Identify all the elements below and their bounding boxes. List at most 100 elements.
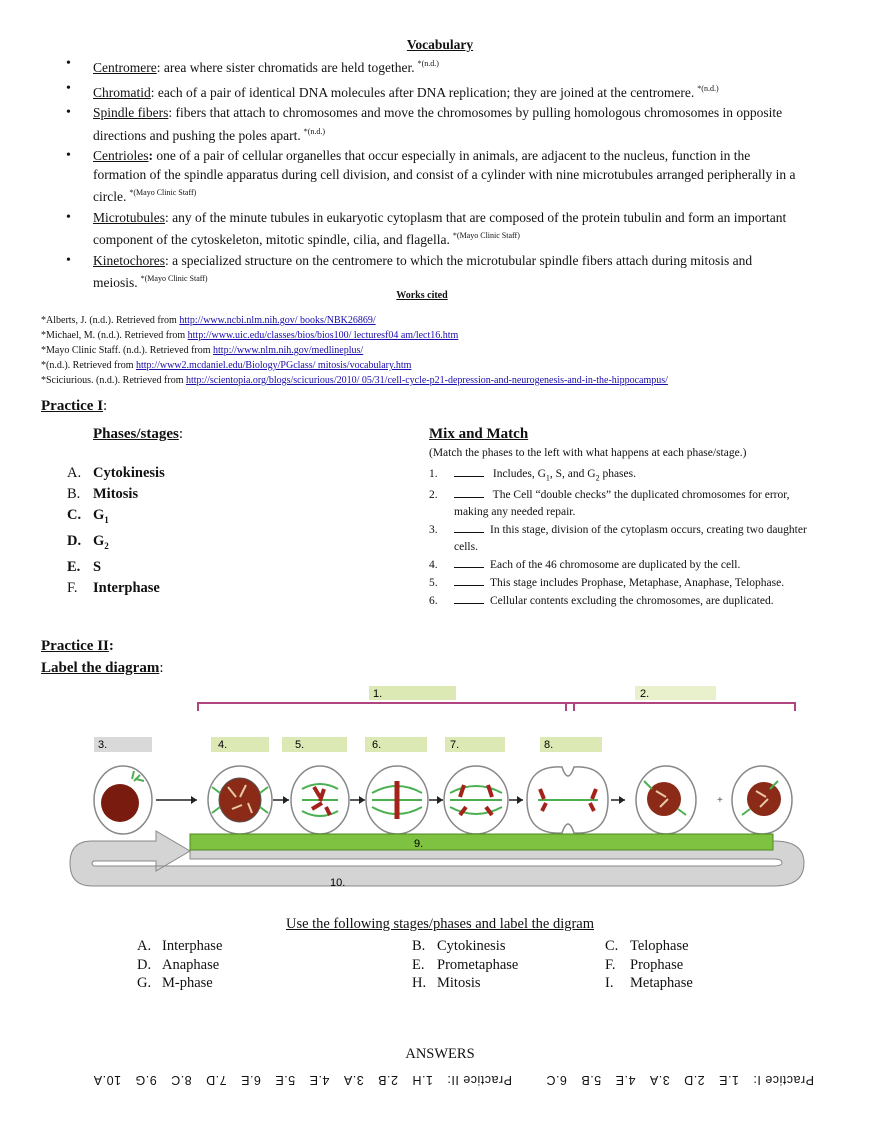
answer-blank[interactable] xyxy=(454,466,484,477)
label-box-8 xyxy=(540,737,602,752)
stage-option: I.Metaphase xyxy=(605,974,693,993)
vocab-term: Chromatid xyxy=(93,84,151,100)
label-number-6: 6. xyxy=(372,739,381,751)
cell-telophase xyxy=(526,766,609,834)
citation-entry: *Michael, M. (n.d.). Retrieved from http… xyxy=(41,328,841,343)
answer-token: 6.C xyxy=(545,1073,567,1087)
cell-anaphase xyxy=(443,765,509,835)
vocab-citation: *(n.d.) xyxy=(697,83,719,93)
vocabulary-title: Vocabulary xyxy=(406,37,474,52)
answer-token: 8.C xyxy=(170,1073,192,1087)
vocab-citation: *(Mayo Clinic Staff) xyxy=(140,274,208,283)
citation-entry: *Alberts, J. (n.d.). Retrieved from http… xyxy=(41,313,841,328)
stage-name: Cytokinesis xyxy=(437,938,506,954)
stage-letter: H. xyxy=(412,975,427,991)
label-number-9: 9. xyxy=(414,838,423,850)
vocab-term: Kinetochores xyxy=(93,252,165,268)
answer-token: Practice I: xyxy=(752,1073,814,1087)
match-number: 4. xyxy=(429,559,438,572)
answer-blank[interactable] xyxy=(454,575,484,587)
answer-token: 3.A xyxy=(649,1073,670,1087)
label-number-10: 10. xyxy=(330,877,345,889)
vocab-item: Centrioles: one of a pair of cellular or… xyxy=(66,147,806,207)
answer-token: 1.H xyxy=(411,1073,433,1087)
vocab-definition: fibers that attach to chromosomes and mo… xyxy=(93,105,783,143)
phases-title: Phases/stages: xyxy=(93,426,184,442)
phase-option: D.G2 xyxy=(67,531,165,557)
label-box-2 xyxy=(635,686,716,700)
citation-entry: *Sciciurious. (n.d.). Retrieved from htt… xyxy=(41,373,841,388)
vocab-item: Chromatid: each of a pair of identical D… xyxy=(66,80,806,103)
label-number-3: 3. xyxy=(98,739,107,751)
practice2-title: Practice II: xyxy=(41,638,114,655)
citation-entry: *(n.d.). Retrieved from http://www2.mcda… xyxy=(41,358,841,373)
phase-name: Interphase xyxy=(93,579,160,596)
practice2-colon: : xyxy=(108,638,114,654)
answer-blank[interactable] xyxy=(454,522,484,534)
vocab-item: Microtubules: any of the minute tubules … xyxy=(66,209,806,250)
vocab-definition: any of the minute tubules in eukaryotic … xyxy=(93,209,787,248)
label-diagram-title: Label the diagram: xyxy=(41,660,164,677)
answer-blank[interactable] xyxy=(454,593,484,605)
label-box-5 xyxy=(282,737,347,752)
cell-interphase xyxy=(93,765,153,835)
answer-blank[interactable] xyxy=(454,487,484,499)
vocab-sep: : xyxy=(150,84,158,100)
vocab-term: Centrioles xyxy=(93,148,149,163)
answer-token: 2.D xyxy=(683,1073,705,1087)
mix-and-match-list: 1. Includes, G1, S, and G2 phases. 2. Th… xyxy=(429,466,809,611)
match-text: Includes, G1, S, and G2 phases. xyxy=(492,468,636,483)
answer-token: Practice II: xyxy=(446,1073,512,1087)
phase-option: E.S xyxy=(67,557,165,578)
stage-option: A.Interphase xyxy=(137,937,412,956)
vocab-definition: one of a pair of cellular organelles tha… xyxy=(93,148,796,204)
phase-letter: D. xyxy=(67,532,82,549)
stage-name: Mitosis xyxy=(437,975,481,991)
match-number: 6. xyxy=(429,595,438,608)
answer-token: 2.B xyxy=(377,1073,398,1087)
stage-option: C.Telophase xyxy=(605,937,689,956)
stage-option: E.Prometaphase xyxy=(412,956,605,975)
answer-token: 6.E xyxy=(240,1073,261,1087)
answer-blank[interactable] xyxy=(454,557,484,569)
citation-link[interactable]: http://www.nlm.nih.gov/medlineplus/ xyxy=(213,345,364,356)
stage-name: Telophase xyxy=(630,938,689,954)
answer-token: 4.E xyxy=(309,1073,330,1087)
stage-letter: I. xyxy=(605,975,614,991)
citation-link[interactable]: http://scientopia.org/blogs/scicurious/2… xyxy=(185,375,668,386)
phase-name: Cytokinesis xyxy=(93,465,165,481)
vocab-definition: a specialized structure on the centromer… xyxy=(93,252,753,291)
phase-name: S xyxy=(93,558,102,575)
cell-metaphase xyxy=(365,765,429,835)
stage-name: Interphase xyxy=(162,938,223,954)
answer-token: 4.E xyxy=(615,1073,636,1087)
vocab-sep: : xyxy=(148,148,157,163)
match-text: The Cell “double checks” the duplicated … xyxy=(454,489,842,519)
answer-token: 3.A xyxy=(343,1073,364,1087)
match-item: 2. The Cell “double checks” the duplicat… xyxy=(429,487,809,521)
label-box-1 xyxy=(369,686,456,700)
citation-link[interactable]: http://www.ncbi.nlm.nih.gov/ books/NBK26… xyxy=(179,315,376,326)
citation-link[interactable]: http://www.uic.edu/classes/bios/bios100/… xyxy=(187,330,459,341)
stages-row: D.Anaphase E.Prometaphase F.Prophase xyxy=(137,956,757,975)
plus-icon: + xyxy=(717,795,723,806)
vocabulary-list: Centromere: area where sister chromatids… xyxy=(66,55,806,295)
stages-options: A.Interphase B.Cytokinesis C.Telophase D… xyxy=(137,937,757,993)
vocab-definition: area where sister chromatids are held to… xyxy=(163,60,415,75)
phases-list: A.Cytokinesis B.Mitosis C.G1 D.G2 E.S F.… xyxy=(67,463,165,599)
vocab-item: Spindle fibers: fibers that attach to ch… xyxy=(66,104,806,145)
match-text: This stage includes Prophase, Metaphase,… xyxy=(490,577,785,590)
vocab-term: Centromere xyxy=(93,60,157,75)
match-number: 2. xyxy=(429,489,438,502)
match-number: 1. xyxy=(429,468,438,480)
stage-letter: F. xyxy=(605,956,616,973)
cell-cycle-diagram: 1. 2. 3. 4. 5. 6. 7. 8. xyxy=(69,686,805,889)
label-number-8: 8. xyxy=(544,739,553,751)
practice1-colon: : xyxy=(103,398,108,414)
label-box-6 xyxy=(365,737,427,752)
practice1-title-text: Practice I xyxy=(41,398,104,414)
cell-prophase xyxy=(207,765,273,835)
phases-title-text: Phases/stages xyxy=(93,426,179,442)
vocab-citation: *(Mayo Clinic Staff) xyxy=(129,188,197,197)
citation-link[interactable]: http://www2.mcdaniel.edu/Biology/PGclass… xyxy=(135,360,412,371)
